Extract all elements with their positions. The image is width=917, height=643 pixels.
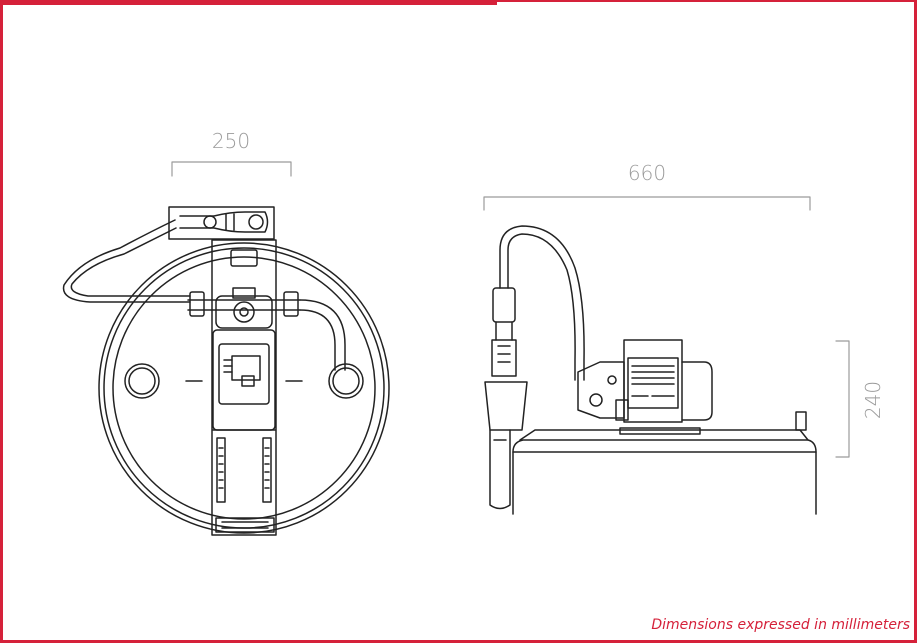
dimension-240: 240 (835, 340, 885, 458)
motor-side (615, 339, 713, 423)
pump-head-side (577, 361, 625, 419)
nozzle-holder-side (484, 381, 528, 510)
drum-icon (98, 242, 390, 534)
nozzle-icon (168, 206, 275, 240)
dimension-660-label: 660 (628, 161, 666, 185)
motor-icon (212, 329, 276, 431)
mounting-plate (211, 239, 277, 536)
side-view (484, 225, 817, 515)
dimension-250: 250 (171, 129, 292, 177)
header-accent-bar (0, 0, 497, 5)
hose-side (499, 225, 585, 381)
hose-icon (62, 219, 191, 303)
dimension-240-label: 240 (861, 381, 885, 419)
drum-side (512, 411, 817, 515)
dimensions-footnote: Dimensions expressed in millimeters (651, 617, 910, 633)
nozzle-side (491, 287, 517, 377)
dimension-250-label: 250 (212, 129, 250, 153)
header-accent-line (497, 0, 917, 2)
pipe (187, 291, 346, 371)
dimension-660: 660 (483, 161, 811, 211)
top-view (62, 206, 390, 536)
pump-head (215, 287, 273, 329)
stand-rods (216, 437, 272, 503)
